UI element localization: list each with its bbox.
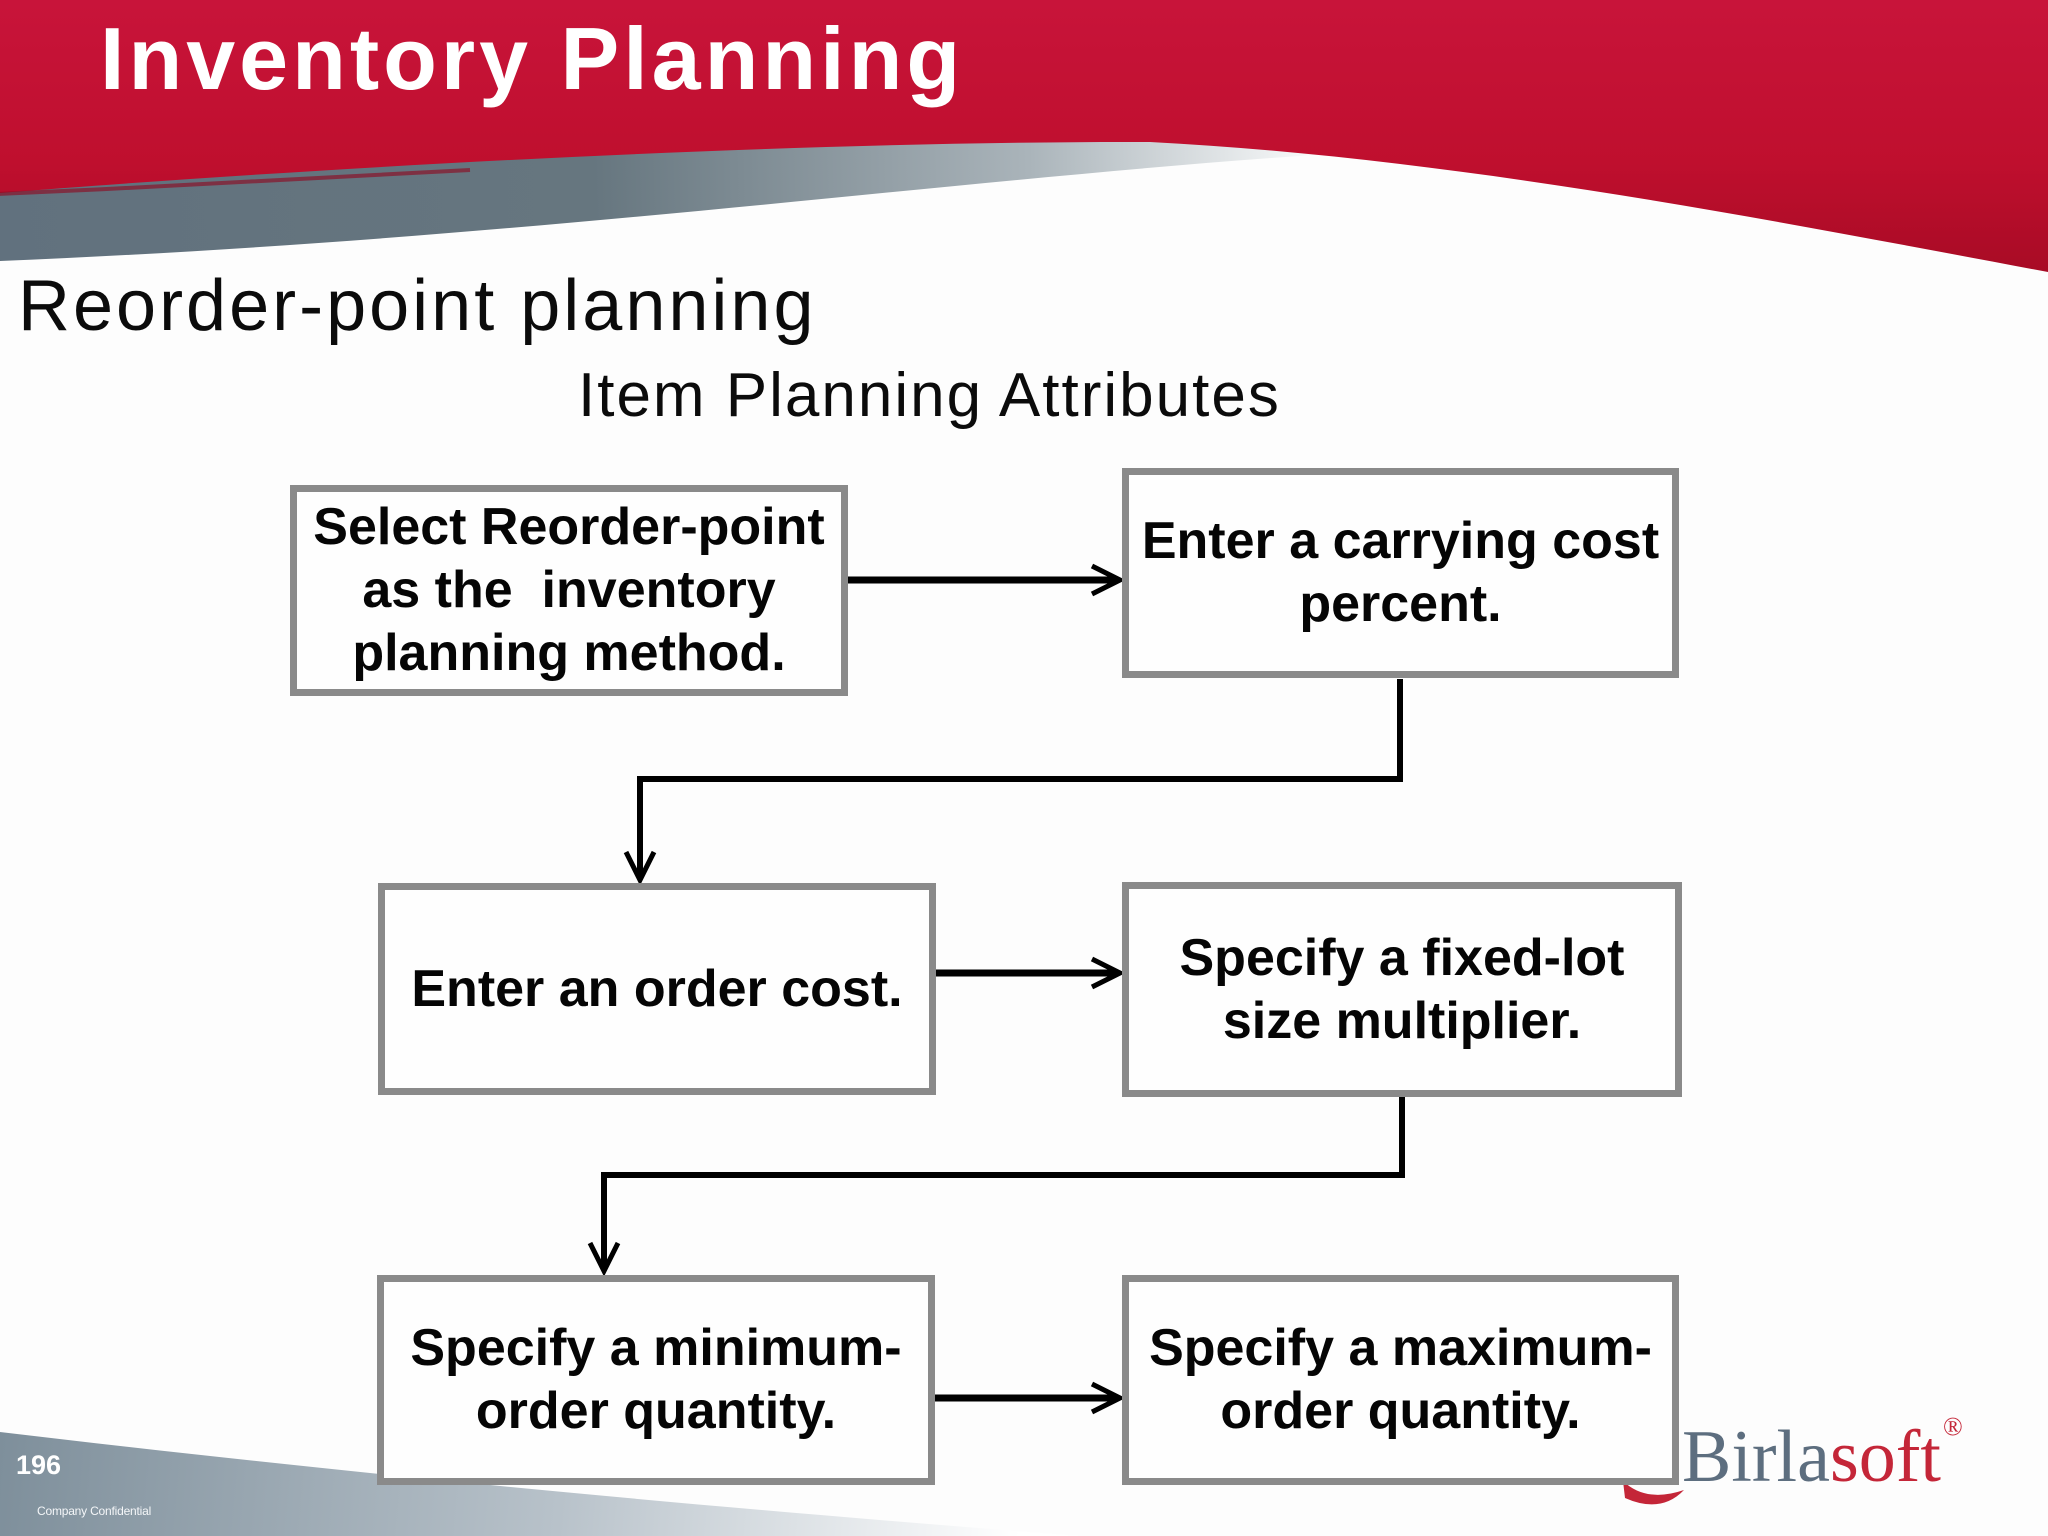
node-line: size multiplier. <box>1222 991 1582 1050</box>
logo-text-birla: Birla <box>1682 1416 1830 1498</box>
diagram-title: Item Planning Attributes <box>578 361 1281 430</box>
flow-node-carrying-cost: Enter a carrying cost percent. <box>1122 468 1679 678</box>
header-red-banner <box>0 0 2048 272</box>
node-line: order quantity. <box>475 1382 837 1440</box>
flow-connectors <box>587 563 1405 1415</box>
node-line: Enter a carrying cost <box>1141 512 1660 570</box>
connector-2-3 <box>637 679 1403 876</box>
registered-trademark-icon: ® <box>1942 1412 1963 1441</box>
node-line: Specify a maximum- <box>1149 1319 1652 1377</box>
connector-4-5 <box>601 1097 1405 1267</box>
slide-title: Inventory Planning <box>100 9 965 108</box>
bottom-left-swoosh <box>0 1432 1080 1536</box>
birlasoft-logo: Birlasoft® <box>1682 1412 1963 1495</box>
flow-node-min-order: Specify a minimum- order quantity. <box>377 1275 935 1485</box>
arrowhead-5-6 <box>1090 1381 1126 1415</box>
confidential-label: Company Confidential <box>37 1504 152 1518</box>
flow-node-fixed-lot: Specify a fixed-lot size multiplier. <box>1122 882 1682 1097</box>
logo-swoosh <box>1623 1481 1684 1505</box>
arrowhead-3-4 <box>1090 956 1126 990</box>
page-number: 196 <box>16 1450 62 1480</box>
node-line: planning method. <box>352 624 786 682</box>
node-line: Select Reorder-point <box>313 498 825 556</box>
section-subtitle: Reorder-point planning <box>18 266 817 346</box>
node-line: percent. <box>1299 575 1502 633</box>
header-red-shadow <box>0 168 471 196</box>
node-line: Enter an order cost. <box>411 959 903 1018</box>
logo-text-soft: soft <box>1829 1416 1941 1498</box>
node-line: as the inventory <box>362 561 776 619</box>
flow-node-select-method: Select Reorder-point as the inventory pl… <box>290 485 848 696</box>
arrowhead-2-3 <box>623 850 657 886</box>
arrowhead-4-5 <box>587 1241 621 1277</box>
node-line: order quantity. <box>1220 1382 1581 1440</box>
flow-node-order-cost: Enter an order cost. <box>378 883 936 1095</box>
node-line: Specify a minimum- <box>410 1319 902 1377</box>
node-line: Specify a fixed-lot <box>1179 928 1625 987</box>
arrowhead-1-2 <box>1090 563 1126 597</box>
flow-node-max-order: Specify a maximum- order quantity. <box>1122 1275 1679 1485</box>
